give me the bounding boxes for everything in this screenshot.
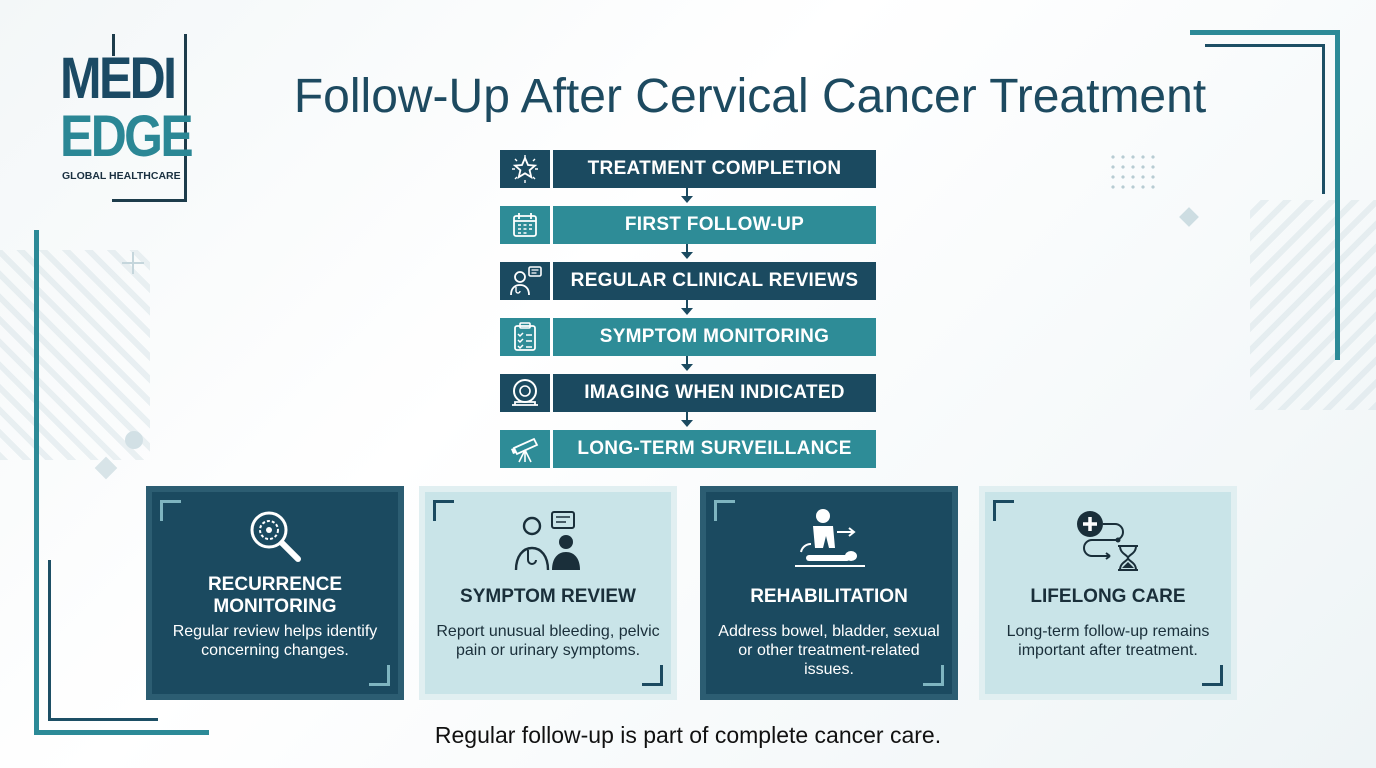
card-corner-accent — [369, 665, 390, 686]
decorative-shapes — [94, 431, 143, 480]
calendar-icon — [500, 206, 550, 244]
card-corner-accent — [433, 500, 454, 521]
flow-step-first-follow-up: FIRST FOLLOW-UP — [500, 206, 876, 244]
medical-cross-hourglass-icon — [985, 506, 1231, 574]
card-recurrence-monitoring: RECURRENCE MONITORING Regular review hel… — [146, 486, 404, 700]
flow-step-regular-clinical-reviews: REGULAR CLINICAL REVIEWS — [500, 262, 876, 300]
flow-arrow — [681, 244, 693, 259]
decorative-frame-top-right — [1190, 30, 1340, 35]
decorative-frame-bottom-left — [34, 230, 39, 735]
flow-arrow — [681, 188, 693, 203]
flow-arrow — [681, 300, 693, 315]
flow-step-treatment-completion: TREATMENT COMPLETION — [500, 150, 876, 188]
flow-step-label: REGULAR CLINICAL REVIEWS — [553, 262, 876, 300]
flow-arrow — [681, 356, 693, 371]
card-body: Long-term follow-up remains important af… — [1006, 623, 1210, 659]
card-body: Report unusual bleeding, pelvic pain or … — [436, 623, 660, 659]
card-corner-accent — [642, 665, 663, 686]
physiotherapy-icon — [706, 506, 952, 570]
telescope-icon — [500, 430, 550, 468]
decorative-frame-bottom-left-inner — [48, 718, 158, 721]
card-corner-accent — [1202, 665, 1223, 686]
logo-word-medi: MEDI — [60, 46, 177, 111]
page-title: Follow-Up After Cervical Cancer Treatmen… — [293, 70, 1207, 123]
decorative-stripes-right — [1250, 200, 1376, 410]
decorative-frame-bottom-left — [34, 730, 209, 735]
doctor-chat-icon — [500, 262, 550, 300]
decorative-frame-bottom-left-inner — [48, 560, 51, 720]
decorative-dot-grid — [1108, 152, 1158, 194]
card-title: LIFELONG CARE — [1030, 586, 1186, 607]
footer-tagline: Regular follow-up is part of complete ca… — [434, 722, 942, 748]
card-lifelong-care: LIFELONG CARE Long-term follow-up remain… — [979, 486, 1237, 700]
card-title: REHABILITATION — [750, 586, 908, 607]
star-badge-icon — [500, 150, 550, 188]
flow-step-label: LONG-TERM SURVEILLANCE — [553, 430, 876, 468]
flow-step-long-term-surveillance: LONG-TERM SURVEILLANCE — [500, 430, 876, 468]
scanner-icon — [500, 374, 550, 412]
card-rehabilitation: REHABILITATION Address bowel, bladder, s… — [700, 486, 958, 700]
card-symptom-review: SYMPTOM REVIEW Report unusual bleeding, … — [419, 486, 677, 700]
flow-step-label: TREATMENT COMPLETION — [553, 150, 876, 188]
card-title: SYMPTOM REVIEW — [460, 586, 636, 607]
brand-logo: MEDI EDGE GLOBAL HEALTHCARE — [60, 36, 194, 200]
logo-frame — [112, 34, 115, 56]
logo-frame — [184, 34, 187, 202]
decorative-frame-top-right-inner — [1205, 44, 1325, 47]
card-corner-accent — [714, 500, 735, 521]
flow-step-label: FIRST FOLLOW-UP — [553, 206, 876, 244]
plus-sparkle-icon — [122, 252, 144, 274]
decorative-stripes-left — [0, 250, 150, 460]
card-body: Address bowel, bladder, sexual or other … — [718, 623, 940, 678]
flow-step-label: SYMPTOM MONITORING — [553, 318, 876, 356]
logo-word-edge: EDGE — [60, 104, 194, 169]
flow-step-label: IMAGING WHEN INDICATED — [553, 374, 876, 412]
clipboard-checklist-icon — [500, 318, 550, 356]
card-corner-accent — [160, 500, 181, 521]
card-corner-accent — [923, 665, 944, 686]
card-corner-accent — [993, 500, 1014, 521]
flow-step-symptom-monitoring: SYMPTOM MONITORING — [500, 318, 876, 356]
flow-step-imaging-when-indicated: IMAGING WHEN INDICATED — [500, 374, 876, 412]
logo-tagline: GLOBAL HEALTHCARE — [62, 170, 181, 182]
decorative-diamond — [1179, 207, 1199, 227]
decorative-frame-top-right — [1335, 30, 1340, 360]
decorative-frame-top-right-inner — [1322, 44, 1325, 194]
card-title: RECURRENCE MONITORING — [207, 574, 343, 617]
logo-frame — [112, 199, 187, 202]
flow-arrow — [681, 412, 693, 427]
magnifier-cell-icon — [152, 506, 398, 566]
card-body: Regular review helps identify concerning… — [172, 623, 378, 659]
doctor-patient-icon — [425, 510, 671, 572]
